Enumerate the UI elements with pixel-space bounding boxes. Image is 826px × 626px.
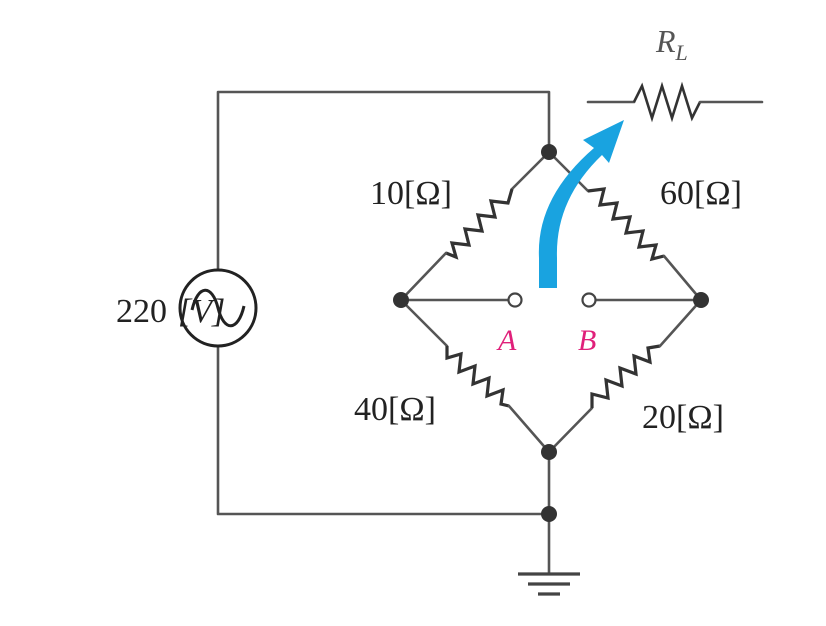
source-voltage-label: 220 bbox=[116, 293, 167, 330]
resistor-40-ohm bbox=[399, 298, 551, 454]
ac-source-icon bbox=[178, 268, 258, 348]
bottom-wire bbox=[216, 344, 551, 516]
node-left bbox=[393, 292, 409, 308]
top-wire bbox=[216, 90, 551, 272]
load-symbol: R bbox=[655, 23, 676, 59]
load-resistor bbox=[586, 81, 764, 123]
node-right bbox=[693, 292, 709, 308]
resistor-20-ohm bbox=[547, 298, 703, 454]
resistor-60-ohm bbox=[547, 150, 703, 302]
ground-icon bbox=[518, 572, 580, 596]
resistor-10-ohm bbox=[399, 150, 551, 302]
load-resistor-label: RL bbox=[655, 23, 688, 65]
curved-arrow-icon bbox=[538, 120, 624, 288]
terminal-b bbox=[581, 292, 597, 308]
resistor-10-label: 10[Ω] bbox=[370, 175, 452, 212]
source-unit-label: [V] bbox=[178, 293, 225, 330]
resistor-20-label: 20[Ω] bbox=[642, 399, 724, 436]
node-ground-junction bbox=[541, 506, 557, 522]
node-bottom bbox=[541, 444, 557, 460]
resistor-60-label: 60[Ω] bbox=[660, 175, 742, 212]
terminal-b-label: B bbox=[578, 324, 596, 357]
terminal-a bbox=[507, 292, 523, 308]
node-top bbox=[541, 144, 557, 160]
load-subscript: L bbox=[675, 40, 688, 65]
terminal-a-label: A bbox=[496, 324, 517, 357]
resistor-40-label: 40[Ω] bbox=[354, 391, 436, 428]
